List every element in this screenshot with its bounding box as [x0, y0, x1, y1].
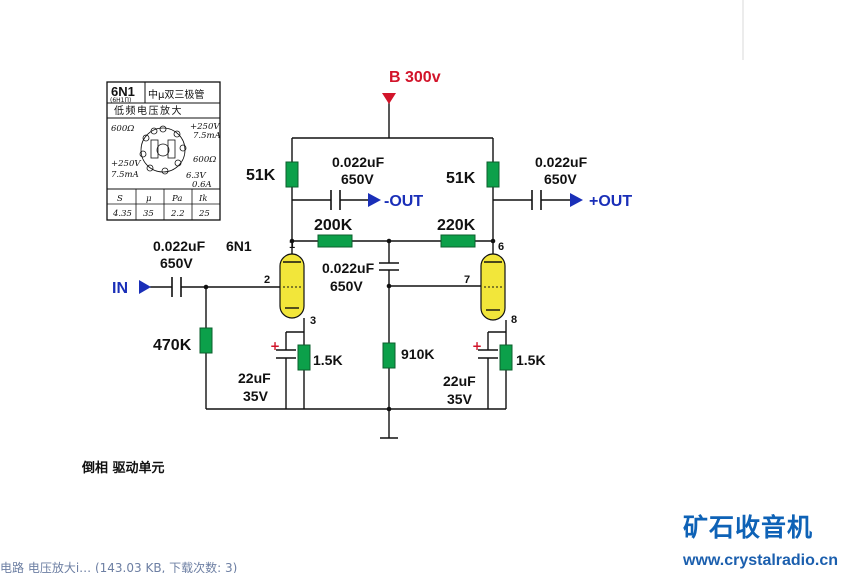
- output-neg-label: -OUT: [384, 193, 423, 210]
- label-r-cathode-right: 1.5K: [516, 352, 546, 368]
- watermark-url: www.crystalradio.cn: [682, 552, 838, 569]
- card-note-75ma-top: 7.5mA: [193, 131, 221, 141]
- card-note-63v: 6.3V: [186, 171, 207, 181]
- label-r-plate-right: 51K: [446, 170, 476, 187]
- resistor-910k: [382, 342, 396, 369]
- card-value-pa: 2.2: [170, 209, 185, 219]
- card-note-250v-left: +250V: [111, 159, 141, 169]
- label-c-out-right-value: 0.022uF: [535, 154, 588, 170]
- output-neg-arrow: [368, 193, 381, 207]
- polarity-plus-left: +: [270, 339, 280, 353]
- label-c-mid-voltage: 650V: [330, 278, 363, 294]
- card-model-sub: (6H1П): [110, 97, 131, 104]
- resistor-220k: [440, 234, 476, 248]
- resistor-200k: [317, 234, 353, 248]
- label-c-cath-left-value: 22uF: [238, 370, 271, 386]
- resistor-plate-right: [486, 161, 500, 188]
- card-note-600-left: 600Ω: [111, 124, 134, 134]
- input-label: IN: [112, 280, 128, 297]
- diagram-caption: 倒相 驱动单元: [81, 460, 165, 476]
- card-title-top: 中μ双三极管: [148, 88, 204, 101]
- label-c-mid-value: 0.022uF: [322, 260, 375, 276]
- label-c-out-right-voltage: 650V: [544, 171, 577, 187]
- pin-1: 1: [289, 239, 295, 251]
- label-c-in-value: 0.022uF: [153, 238, 206, 254]
- resistor-cathode-left: [297, 344, 311, 371]
- label-c-in-voltage: 650V: [160, 255, 193, 271]
- label-c-out-left-voltage: 650V: [341, 171, 374, 187]
- card-value-mu: 35: [143, 209, 154, 219]
- label-r-plate-left: 51K: [246, 167, 276, 184]
- tube-left: [279, 253, 305, 319]
- capacitors: [171, 190, 542, 359]
- label-r-cathode-left: 1.5K: [313, 352, 343, 368]
- card-note-600-right: 600Ω: [193, 155, 216, 165]
- card-header-pa: Pa: [171, 194, 182, 204]
- output-pos-label: +OUT: [589, 193, 632, 210]
- label-tube-model: 6N1: [226, 238, 252, 254]
- tube-socket-icon: [139, 125, 187, 175]
- label-r-910k: 910K: [401, 346, 434, 362]
- label-c-cath-left-voltage: 35V: [243, 388, 269, 404]
- watermark-logo: 矿石收音机 www.crystalradio.cn: [682, 513, 838, 569]
- resistor-470k: [199, 327, 213, 354]
- card-note-06a: 0.6A: [192, 180, 212, 190]
- resistors: [199, 161, 513, 371]
- card-header-ik: Ik: [198, 194, 208, 204]
- junction-dots: [203, 238, 496, 412]
- label-c-cath-right-value: 22uF: [443, 373, 476, 389]
- card-value-ik: 25: [198, 209, 210, 219]
- pin-6: 6: [498, 241, 504, 253]
- label-c-cath-right-voltage: 35V: [447, 391, 473, 407]
- card-title-bottom: 低频电压放大: [114, 104, 183, 117]
- watermark-brand: 矿石收音机: [683, 513, 813, 542]
- footer-attachment-text[interactable]: 电路 电压放大i… (143.03 KB, 下载次数: 3): [0, 560, 237, 573]
- supply-label: B 300v: [389, 69, 441, 86]
- wires: [150, 102, 570, 439]
- resistor-cathode-right: [499, 344, 513, 371]
- pin-8: 8: [511, 314, 517, 326]
- output-pos-arrow: [570, 193, 583, 207]
- resistor-plate-left: [285, 161, 299, 188]
- card-note-250v-top: +250V: [190, 122, 220, 132]
- tube-data-card: 6N1 (6H1П) 中μ双三极管 低频电压放大 600Ω +250V 7.5m…: [106, 81, 221, 221]
- card-model: 6N1: [111, 84, 135, 99]
- card-header-mu: μ: [146, 194, 152, 204]
- label-r-220k: 220K: [437, 217, 476, 234]
- label-r-470k: 470K: [153, 337, 192, 354]
- input-arrow: [139, 280, 151, 294]
- pin-2: 2: [264, 274, 270, 286]
- pin-3: 3: [310, 315, 316, 327]
- card-value-s: 4.35: [112, 209, 132, 219]
- tube-right: [480, 253, 506, 321]
- supply-arrow: [382, 93, 396, 104]
- polarity-plus-right: +: [472, 339, 482, 353]
- card-header-s: S: [117, 194, 123, 204]
- label-r-200k: 200K: [314, 217, 353, 234]
- pin-7: 7: [464, 274, 470, 286]
- card-note-75ma-left: 7.5mA: [111, 170, 139, 180]
- label-c-out-left-value: 0.022uF: [332, 154, 385, 170]
